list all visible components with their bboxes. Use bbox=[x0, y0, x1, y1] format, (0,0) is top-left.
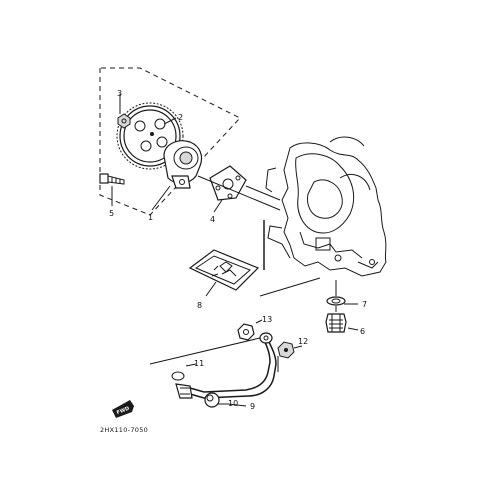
callout-11: 11 bbox=[194, 359, 204, 368]
callout-1: 1 bbox=[148, 213, 153, 222]
callout-13: 13 bbox=[262, 315, 272, 324]
leader-lines bbox=[111, 94, 359, 407]
gear-nut bbox=[117, 113, 131, 129]
callout-4: 4 bbox=[210, 215, 215, 224]
pipe-cap bbox=[204, 392, 220, 408]
diagram-code: 2HX110-7050 bbox=[100, 426, 148, 434]
callouts: 3 2 5 1 4 8 7 6 13 12 11 10 9 bbox=[109, 89, 367, 411]
pipe-nut-12 bbox=[277, 341, 295, 359]
drain-plug bbox=[325, 313, 347, 333]
pump-bolt bbox=[99, 173, 125, 185]
pump-gasket bbox=[209, 165, 247, 201]
callout-10: 10 bbox=[228, 399, 238, 408]
oil-pump-body bbox=[163, 140, 203, 189]
drain-washer bbox=[326, 296, 346, 306]
pipe-nut-13 bbox=[237, 323, 255, 341]
callout-5: 5 bbox=[109, 209, 114, 218]
fwd-arrow-icon: FWD bbox=[112, 400, 134, 418]
oil-strainer bbox=[188, 249, 260, 291]
fwd-label: FWD bbox=[116, 406, 130, 416]
callout-8: 8 bbox=[197, 301, 202, 310]
callout-7: 7 bbox=[362, 300, 367, 309]
callout-12: 12 bbox=[298, 337, 308, 346]
assembly-lines bbox=[149, 175, 337, 372]
crankcase bbox=[263, 136, 387, 277]
callout-3: 3 bbox=[117, 89, 122, 98]
callout-9: 9 bbox=[250, 402, 255, 411]
callout-6: 6 bbox=[360, 327, 365, 336]
oil-delivery-pipe bbox=[175, 332, 277, 399]
o-ring bbox=[171, 371, 185, 381]
callout-2: 2 bbox=[178, 113, 183, 122]
